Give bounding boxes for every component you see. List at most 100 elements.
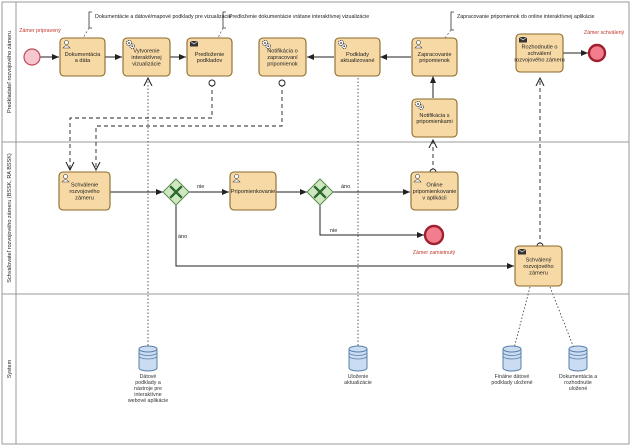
envelope-icon [189, 40, 199, 47]
flow-label-ano-1: áno [178, 234, 187, 240]
data-associations [148, 78, 577, 356]
gears-icon [414, 100, 424, 110]
annotation-dokumentacia: Dokumentácie a dátové/mapové podklady pr… [95, 14, 231, 20]
annotation-link-dokumentacia [82, 27, 90, 39]
message-notifikacia-to-schvalenie[interactable] [96, 83, 282, 170]
gateway-2[interactable] [306, 178, 334, 206]
start-event[interactable] [23, 48, 41, 66]
end-event-approved-label: Zámer schválený [584, 30, 625, 36]
gears-icon [125, 39, 135, 49]
database-icon [138, 345, 158, 372]
annotation-bracket-predlozenie [222, 11, 226, 29]
envelope-icon [518, 36, 528, 43]
annotation-link-zapracovanie [444, 29, 452, 39]
user-icon [414, 40, 423, 49]
events: Zámer pripravený Zámer schválený Zámer z… [19, 28, 624, 256]
task-box [59, 37, 106, 77]
annotation-predlozenie: Predloženie dokumentácie vrátane interak… [229, 14, 369, 20]
annotation-bracket-zapracovanie [450, 11, 454, 31]
end-event-rejected[interactable] [423, 224, 445, 246]
association-finalne [512, 286, 531, 356]
lane-label-predkladatel: Predkladateľ rozvojového zámeru [7, 31, 13, 113]
envelope-icon [517, 248, 527, 255]
message-flows [70, 78, 540, 246]
annotations: Dokumentácie a dátové/mapové podklady pr… [82, 11, 595, 39]
sequence-flows [40, 50, 588, 269]
flow-gateway1-to-schvaleny[interactable] [175, 205, 514, 269]
database-icon [348, 345, 368, 372]
gears-icon [261, 39, 271, 49]
lane-label-system: System [7, 359, 13, 378]
flow-label-nie-1: nie [197, 184, 204, 190]
lane-label-schvalovatel: Schvaľovateľ rozvojového zámeru (BSSK, R… [7, 153, 13, 283]
flow-gateway2-to-end-rejected[interactable] [319, 205, 424, 238]
task-box [411, 98, 458, 138]
gateways: nie áno áno nie [162, 178, 350, 240]
start-event-label: Zámer pripravený [19, 28, 61, 34]
task-box [186, 37, 233, 77]
task-box [58, 171, 111, 211]
task-box [514, 245, 563, 287]
x-icon [169, 185, 183, 199]
flow-label-ano-2: áno [341, 184, 350, 190]
task-box [229, 171, 277, 211]
database-icon [502, 345, 522, 372]
task-box [334, 37, 381, 77]
task-box [410, 171, 459, 211]
user-icon [413, 174, 422, 183]
gateway-1[interactable] [162, 178, 190, 206]
user-icon [232, 174, 241, 183]
annotation-link-predlozenie [217, 27, 224, 39]
user-icon [61, 174, 70, 183]
task-pripomienkovanie[interactable]: Pripomienkovanie [229, 171, 277, 211]
task-box [258, 37, 307, 77]
task-box [515, 33, 564, 73]
flow-label-nie-2: nie [330, 228, 337, 234]
annotation-zapracovanie: Zapracovanie pripomienok do online inter… [457, 14, 595, 20]
task-box [411, 37, 458, 77]
database-icon [568, 345, 588, 372]
user-icon [62, 40, 71, 49]
end-event-rejected-label: Zámer zamietnutý [413, 250, 456, 256]
task-box [122, 37, 171, 77]
x-icon [313, 185, 327, 199]
task-label: Pripomienkovanie [231, 189, 275, 195]
end-event-approved[interactable] [587, 43, 607, 63]
gears-icon [337, 39, 347, 49]
